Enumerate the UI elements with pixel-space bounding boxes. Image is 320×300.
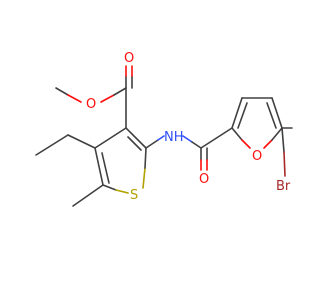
bond-furan-o-c5 <box>263 139 273 149</box>
bond-ring-c3-c2 <box>125 127 147 149</box>
bond-ring-c3-c2-dbl <box>127 136 142 151</box>
bond-n-camide <box>182 135 193 143</box>
atom-o-furan: O <box>252 149 262 164</box>
bond-ester-o-c-2 <box>113 87 127 96</box>
bond-c5-br-c <box>281 127 285 153</box>
bond-methyl-c5 <box>72 184 104 207</box>
bond-ring-c4-c5 <box>94 147 104 186</box>
atom-nh: NH <box>164 130 184 145</box>
bond-ring-c5-s <box>102 184 117 191</box>
bond-c5-br-d <box>283 151 286 177</box>
atom-o-ester-ether: O <box>86 97 96 112</box>
atom-br: Br <box>276 179 291 194</box>
atom-s-thiophene: S <box>130 188 138 203</box>
bond-ring-s-c2-b <box>144 147 147 169</box>
bond-furan-c4-c5-dbl <box>266 102 277 129</box>
bond-furan-c2-o <box>231 127 243 141</box>
bond-furan-c4-c5 <box>271 97 283 129</box>
bond-ring-c4-c5-dbl <box>101 152 110 184</box>
molecule-canvas: O O NH S O O Br <box>35 51 293 207</box>
bond-furan-c2-c3 <box>231 97 243 129</box>
bond-furan-c2-c3-dbl <box>237 102 248 129</box>
bond-c2-n <box>145 139 159 149</box>
structure-diagram: O O NH S O O Br <box>35 51 293 207</box>
bond-ethyl-2 <box>35 134 69 156</box>
bond-n-camide-b <box>191 141 202 149</box>
bond-ester-o-c <box>100 94 115 103</box>
bond-furan-o-c5-b <box>271 127 283 141</box>
bond-c2-n-b <box>157 135 165 141</box>
bond-ring-s-c2 <box>142 167 146 189</box>
bond-ring-c5-s-b <box>115 189 129 194</box>
bond-ome-methyl <box>55 87 69 96</box>
bond-amide-furan <box>200 127 233 149</box>
bond-furan-c2-o-b <box>241 139 251 149</box>
bond-ome-methyl-o <box>67 94 82 103</box>
bond-ethyl-1 <box>67 134 96 149</box>
atom-o-ester-carbonyl: O <box>124 51 134 66</box>
bond-ring-c3-c4 <box>94 127 127 149</box>
atom-o-amide: O <box>199 172 209 187</box>
